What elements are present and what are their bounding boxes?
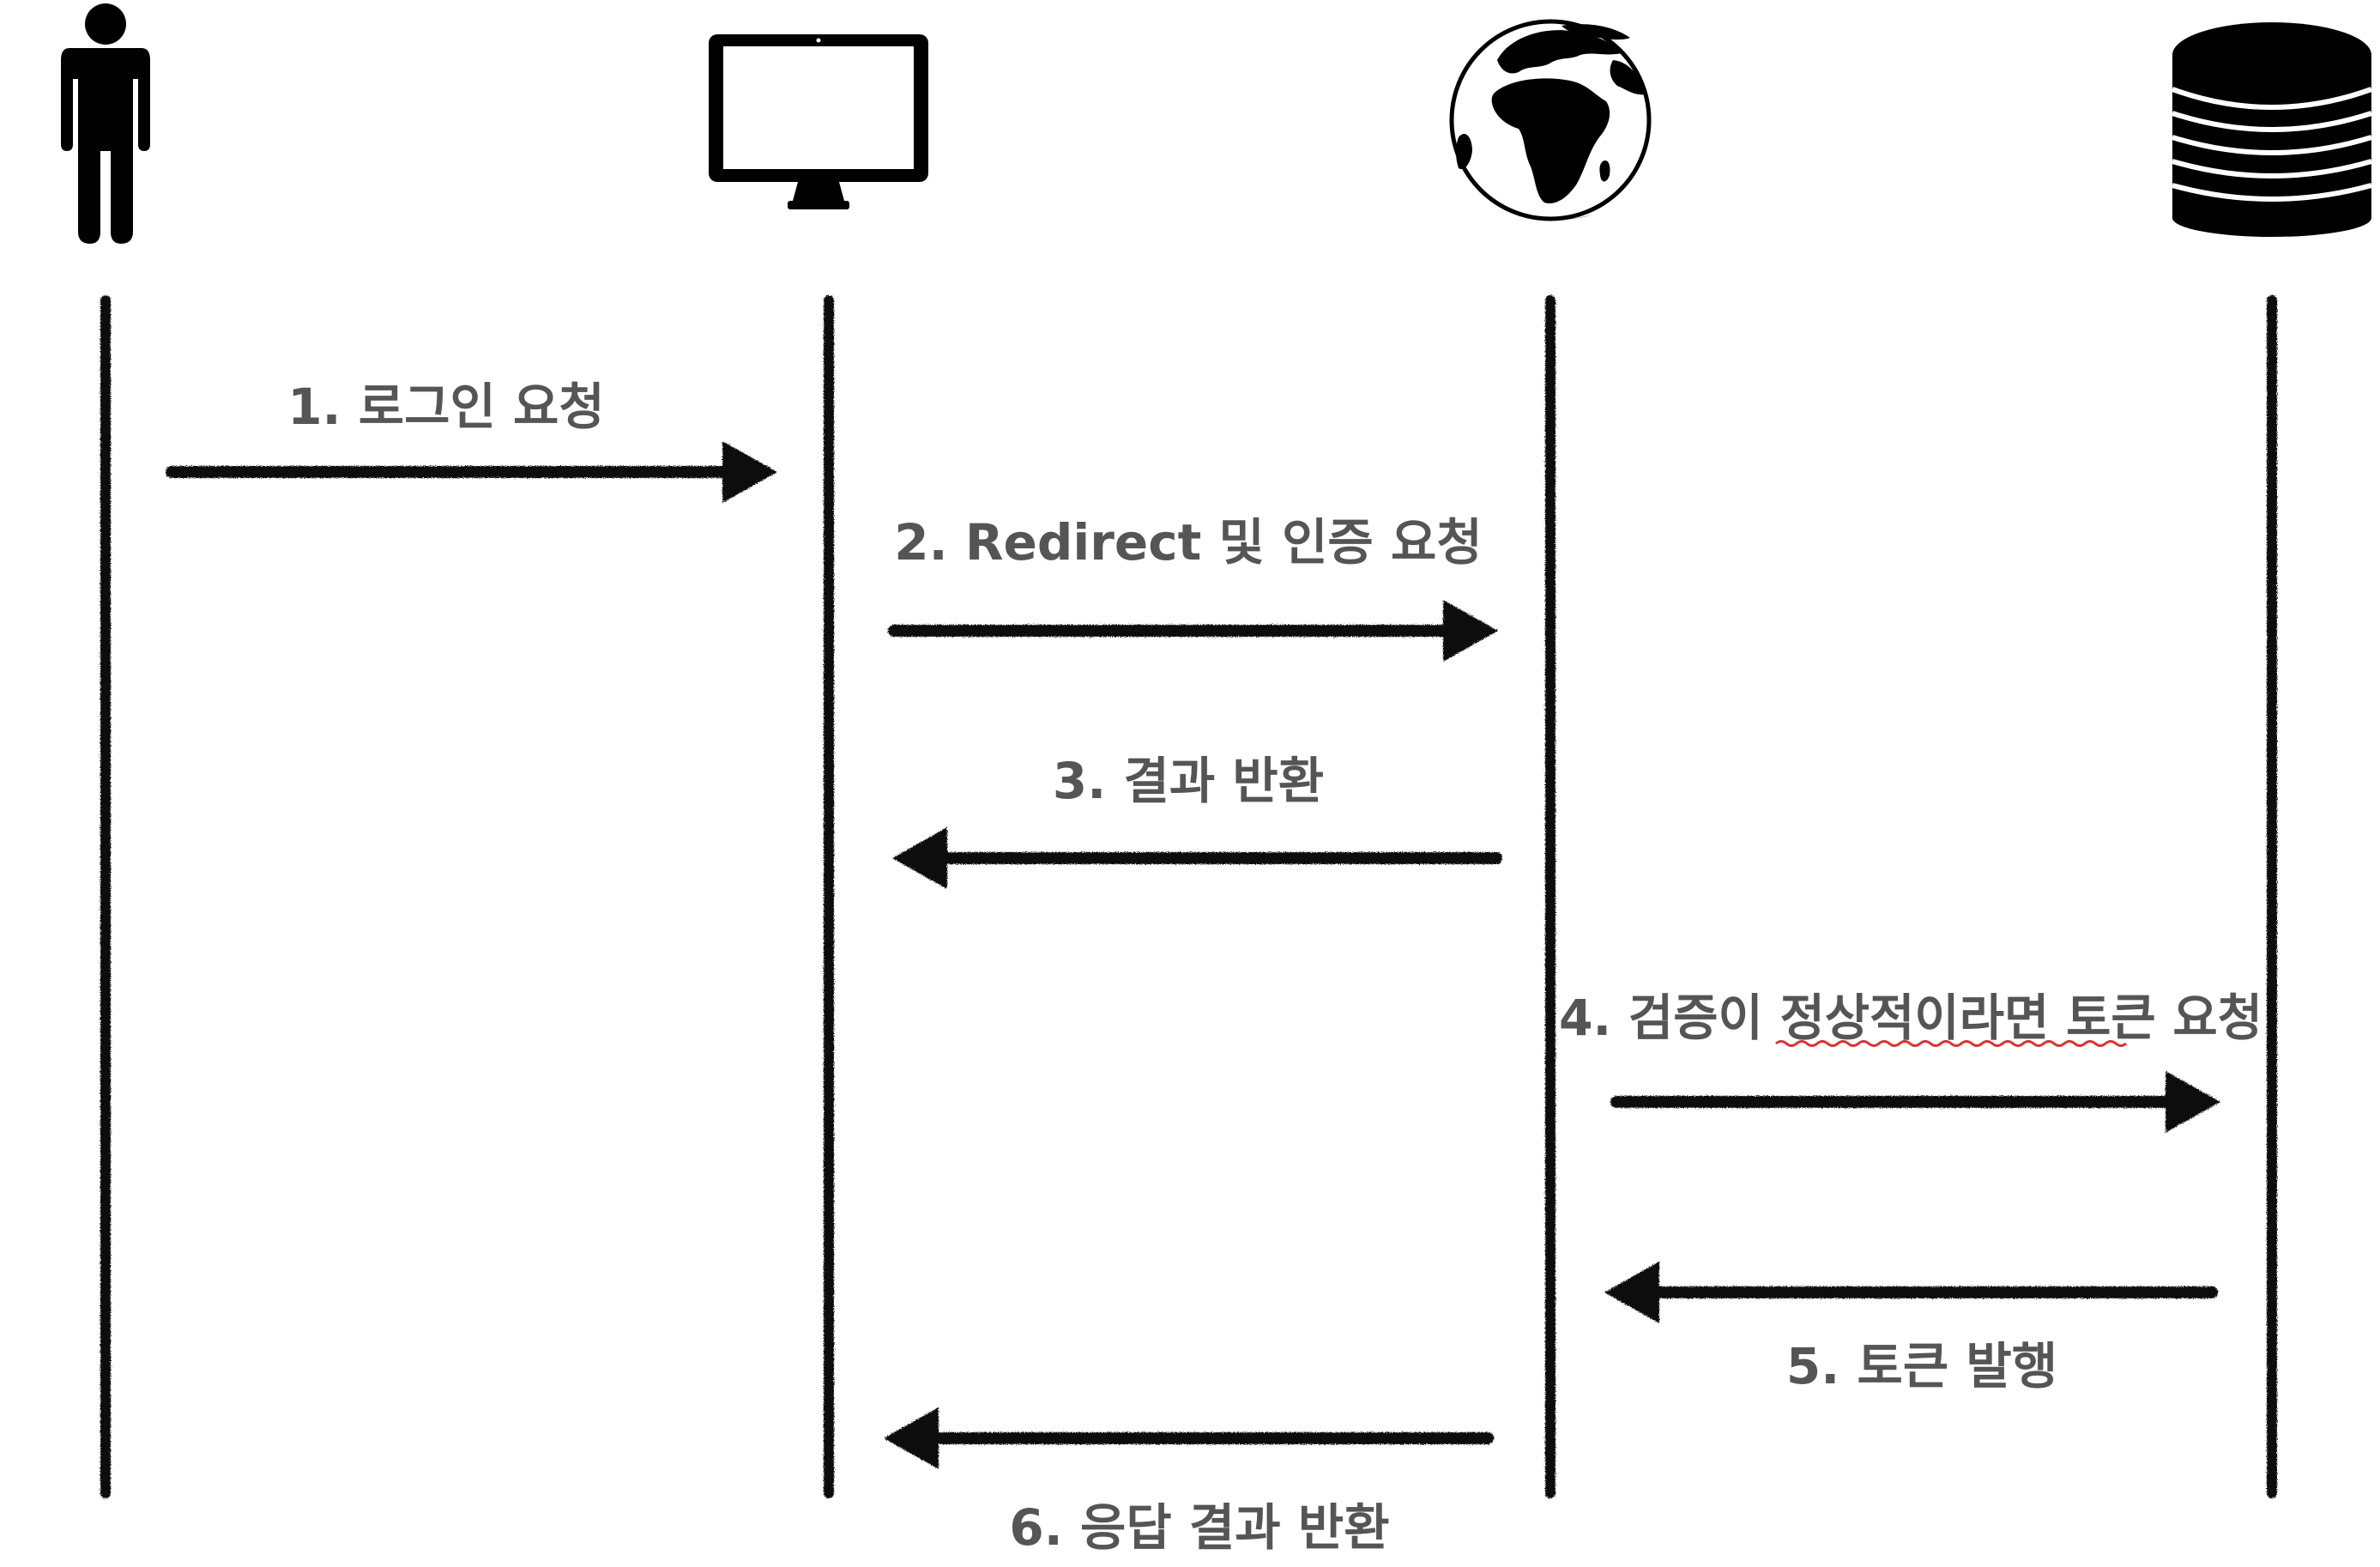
monitor-icon [709, 34, 928, 209]
message-label-1: 1. 로그인 요청 [287, 378, 605, 436]
globe-icon [1449, 19, 1652, 221]
message-arrow-5 [1604, 1261, 2218, 1323]
message-arrow-6 [884, 1407, 1494, 1469]
message-label-5: 5. 토큰 발행 [1786, 1337, 2057, 1395]
message-arrow-1 [166, 441, 777, 503]
person-icon [61, 3, 150, 244]
database-icon [2171, 22, 2373, 237]
message-arrow-2 [888, 600, 1498, 662]
spellcheck-underline [1775, 1040, 2127, 1047]
message-label-3: 3. 결과 반환 [1053, 752, 1324, 810]
message-label-6: 6. 응답 결과 반환 [1009, 1498, 1389, 1557]
message-label-4: 4. 검증이 정상적이라면 토큰 요청 [1559, 989, 2262, 1047]
message-label-2: 2. Redirect 및 인증 요청 [894, 513, 1482, 572]
message-arrow-3 [892, 827, 1502, 889]
message-arrow-4 [1610, 1071, 2220, 1133]
